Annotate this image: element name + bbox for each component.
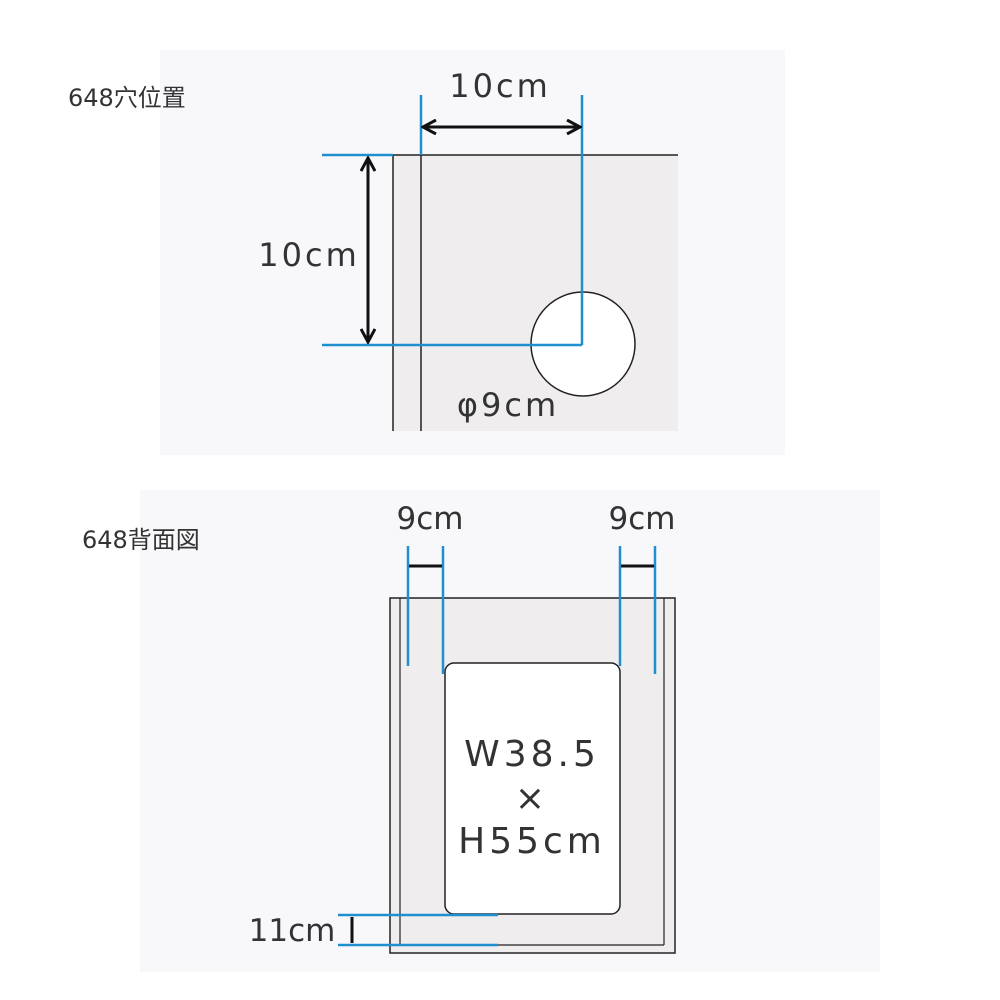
- hole-position-title: 648穴位置: [68, 84, 186, 112]
- bottom-offset-label: 11cm: [249, 913, 336, 949]
- hole-diameter-label: φ9cm: [457, 386, 559, 424]
- opening-height-label: H55cm: [458, 821, 606, 862]
- back-view-diagram: 648背面図 9cm 9cm 11cm W38.5 × H55c: [82, 490, 880, 972]
- left-margin-label: 9cm: [397, 501, 464, 537]
- hole-position-diagram: 648穴位置 10cm 10cm φ9cm: [68, 50, 785, 455]
- opening-width-label: W38.5: [464, 734, 600, 775]
- horizontal-dimension-label: 10cm: [449, 67, 550, 105]
- right-margin-label: 9cm: [609, 501, 676, 537]
- back-view-title: 648背面図: [82, 526, 200, 554]
- times-sign: ×: [515, 778, 549, 819]
- back-opening: [444, 662, 621, 915]
- board-top-view: [393, 155, 678, 431]
- vertical-dimension-label: 10cm: [258, 236, 359, 274]
